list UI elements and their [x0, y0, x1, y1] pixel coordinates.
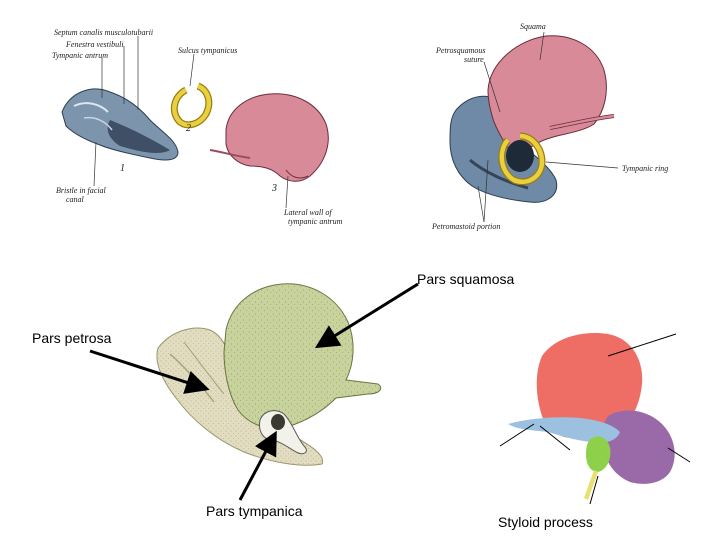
bottom-temporal-bone-image	[140, 270, 400, 470]
label-petrosquamous-line1: Petrosquamous	[436, 46, 486, 55]
figure-3-squamous-bone	[209, 93, 329, 182]
top-left-illustration: Septum canalis musculotubarii Fenestra v…	[0, 0, 360, 240]
top-right-leader-lines	[477, 31, 619, 223]
label-lateral-line1: Lateral wall of	[284, 208, 332, 217]
label-number-3: 3	[272, 183, 277, 194]
label-septum: Septum canalis musculotubarii	[54, 28, 154, 37]
top-right-drawing	[449, 31, 619, 223]
label-bristle-line1: Bristle in facial	[56, 186, 106, 195]
label-petromastoid: Petromastoid portion	[432, 222, 501, 231]
pars-squamosa-bone	[223, 283, 382, 429]
temporal-bone-photo	[156, 283, 382, 466]
label-pars-tympanica: Pars tympanica	[206, 503, 303, 519]
top-right-illustration: Squama Petrosquamous suture Tympanic rin…	[360, 0, 720, 240]
label-number-2: 2	[186, 123, 191, 134]
label-number-1: 1	[120, 163, 125, 174]
styloid-process-part	[584, 470, 598, 500]
colored-bone-drawing	[508, 332, 675, 500]
top-left-leader-lines	[93, 36, 289, 209]
label-bristle-line2: canal	[66, 195, 84, 204]
label-pars-petrosa: Pars petrosa	[32, 330, 112, 346]
figure-1-petrous-bone	[61, 88, 179, 161]
bottom-right-colored-bone	[490, 320, 710, 520]
label-squama: Squama	[520, 22, 546, 31]
squamous-part	[536, 332, 643, 439]
external-acoustic-meatus	[506, 140, 534, 172]
label-styloid-process: Styloid process	[498, 514, 593, 530]
tympanic-ring	[498, 132, 546, 186]
label-tympanic-ring: Tympanic ring	[622, 164, 669, 173]
label-petrosquamous-line2: suture	[464, 55, 484, 64]
label-pars-squamosa: Pars squamosa	[417, 271, 515, 287]
tympanic-green-part	[586, 436, 611, 472]
acoustic-meatus	[271, 414, 285, 430]
figure-2-tympanic-ring	[170, 82, 213, 129]
squama-bone	[487, 35, 615, 159]
label-tympanic-antrum: Tympanic antrum	[52, 51, 109, 60]
label-fenestra: Fenestra vestibuli	[66, 40, 124, 49]
label-sulcus: Sulcus tympanicus	[178, 46, 238, 55]
top-left-drawing	[61, 36, 329, 209]
mastoid-part	[602, 410, 675, 484]
label-lateral-line2: tympanic antrum	[288, 217, 343, 226]
